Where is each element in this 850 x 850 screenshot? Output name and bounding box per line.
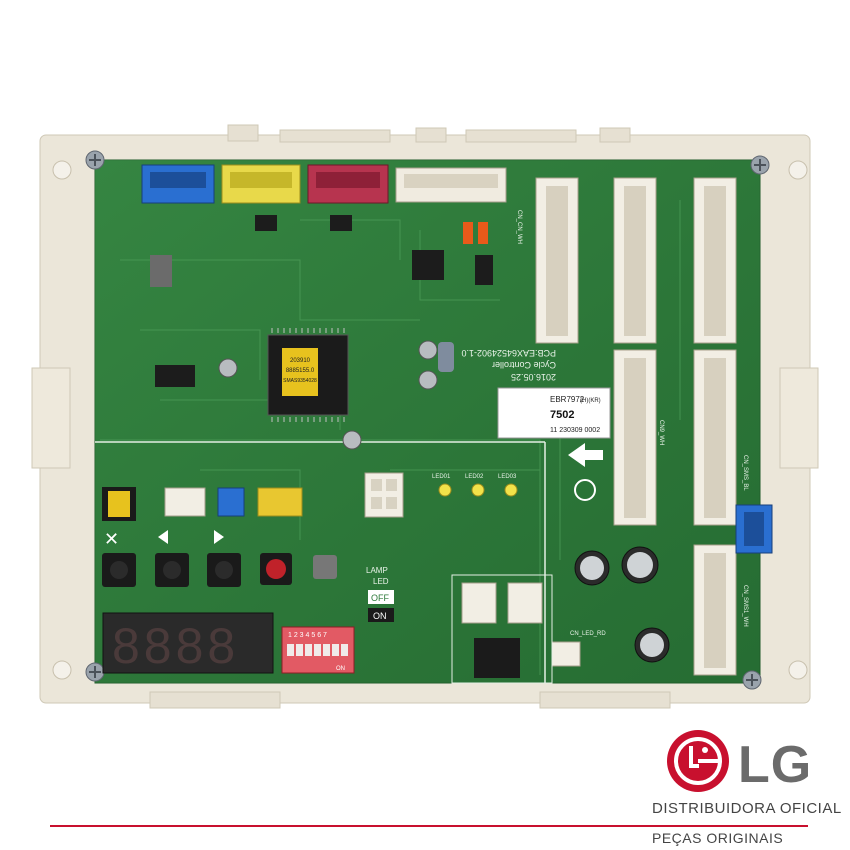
connector-yellow-top	[221, 164, 301, 204]
connector-yellow-small	[257, 487, 303, 517]
connector-white-2pin-b	[507, 582, 543, 624]
sticker-model: EBR7972	[550, 395, 585, 404]
sticker-serial: 11 230309 0002	[550, 427, 600, 434]
lg-logo-icon	[667, 730, 729, 792]
capacitors	[218, 340, 670, 663]
connector-white-top	[395, 167, 507, 203]
off-label: OFF	[371, 593, 389, 603]
small-ic	[412, 250, 444, 280]
sticker-model-suffix: (H)(KR)	[580, 398, 601, 404]
connector-white-small	[164, 487, 206, 517]
pcb-board-photo: 203910 8885155.0 SMAS9354028 EBR7972 (H)…	[31, 124, 819, 709]
seg-display-value: 8888	[112, 618, 239, 674]
connector-led-rd	[551, 641, 581, 667]
dip-on-label: ON	[336, 666, 345, 672]
status-leds: LED01 LED02 LED03	[432, 474, 518, 497]
tagline-pecas: PEÇAS ORIGINAIS	[652, 830, 784, 846]
pcb-label-line1: PCB:EAX64524902-1.0	[461, 348, 556, 358]
led-label-1: LED01	[432, 474, 451, 480]
dip-switch: 1 2 3 4 5 6 7 ON	[281, 626, 355, 674]
pcb-label-line2: Cycle Controller	[492, 360, 556, 370]
small-ic	[150, 255, 172, 287]
screw-top-right	[750, 155, 770, 175]
on-label: ON	[373, 611, 387, 621]
arrow-right-small-icon	[214, 530, 224, 544]
connector-label-1: CN_CN_WH	[516, 210, 522, 244]
arrow-left-icon	[568, 443, 603, 467]
red-reset-button	[260, 553, 292, 585]
small-yellow-module	[102, 487, 136, 521]
lg-logo-text: LG	[738, 736, 813, 794]
main-ic-chip: 203910 8885155.0 SMAS9354028	[267, 328, 349, 422]
red-divider	[50, 825, 808, 827]
arrow-left-small-icon	[158, 530, 168, 544]
ground-symbol-icon	[574, 479, 596, 501]
serial-sticker: EBR7972 (H)(KR) 7502 11 230309 0002	[497, 387, 611, 439]
x-symbol-icon: ✕	[104, 529, 119, 549]
connector-label-3: CN_SMS_BL	[742, 455, 748, 491]
pcb-label-date: 2016.05.25	[511, 372, 556, 382]
lamp-label: LAMP	[366, 566, 388, 575]
connector-red-top	[307, 164, 389, 204]
sticker-code: 7502	[550, 409, 574, 421]
chip-line2: 8885155.0	[286, 368, 315, 374]
connector-black	[474, 638, 520, 678]
connector-blue-small	[217, 487, 245, 517]
connector-blue-right	[735, 504, 773, 554]
small-ic	[155, 365, 195, 387]
seven-segment-display: 8888	[102, 612, 274, 674]
connector-label-5: CN_LED_RD	[570, 631, 606, 637]
screw-bottom-right	[742, 670, 762, 690]
led-label-3: LED03	[498, 474, 517, 480]
tagline-distribuidora: DISTRIBUIDORA OFICIAL	[652, 800, 842, 817]
connector-label-2: CN9_WH	[658, 420, 664, 445]
small-ic	[330, 215, 352, 231]
screw-top-left	[85, 150, 105, 170]
connector-label-4: CN_SMS1_WH	[742, 585, 748, 627]
chip-line3: SMAS9354028	[283, 378, 317, 384]
tact-switch	[313, 555, 337, 579]
connector-white-4pin	[364, 472, 404, 518]
connector-blue-top	[141, 164, 215, 204]
small-ic	[255, 215, 277, 231]
small-ic	[475, 255, 493, 285]
chip-line1: 203910	[290, 358, 311, 364]
connector-white-2pin-a	[461, 582, 497, 624]
led-label: LED	[373, 577, 389, 586]
led-label-2: LED02	[465, 474, 484, 480]
dip-numbers: 1 2 3 4 5 6 7	[288, 632, 327, 639]
screw-bottom-left	[85, 662, 105, 682]
